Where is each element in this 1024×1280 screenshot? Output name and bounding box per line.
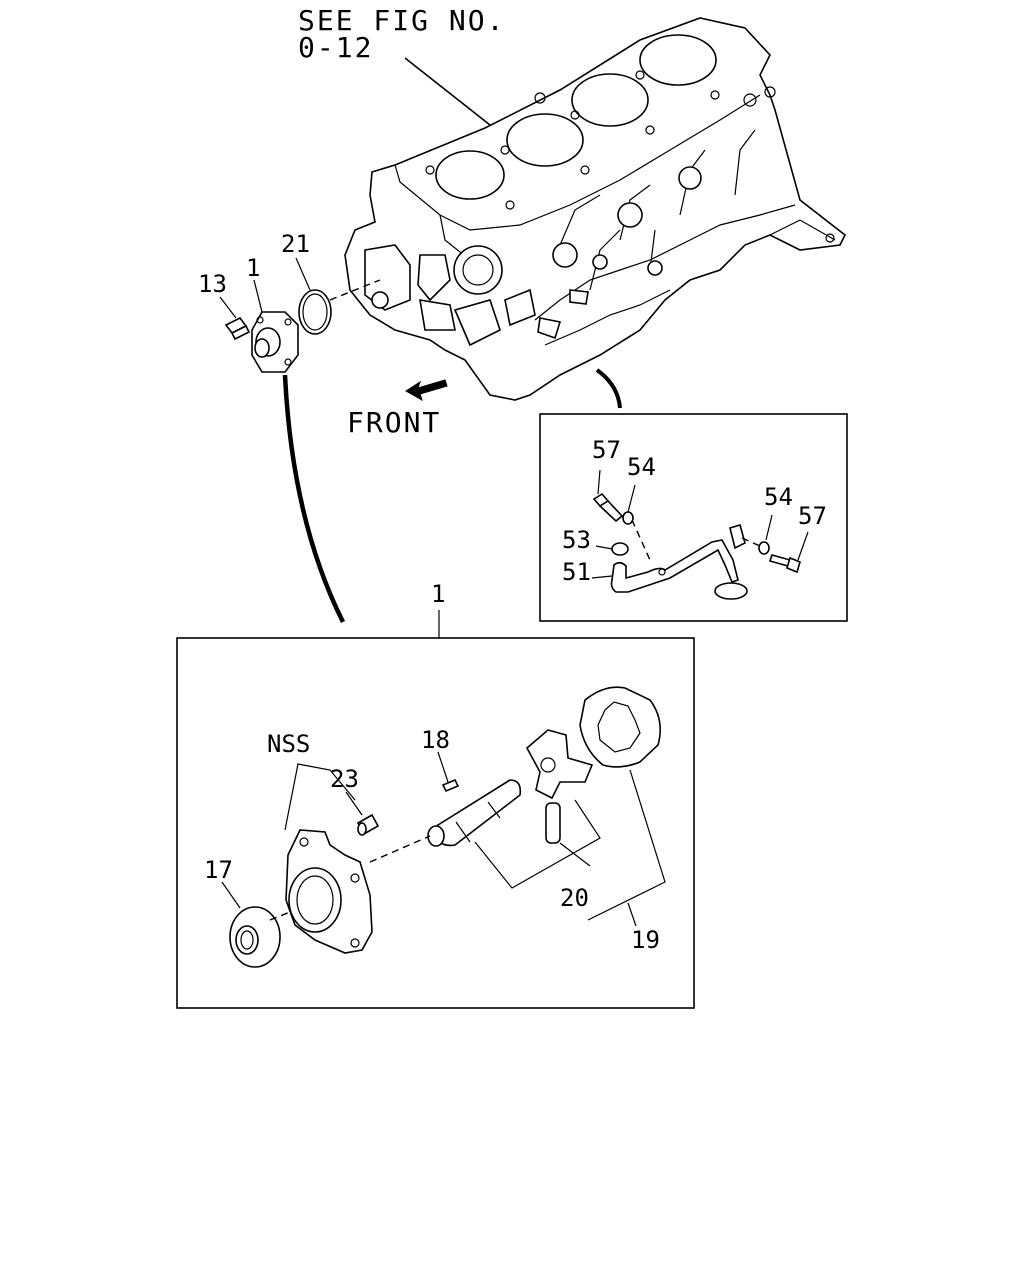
callout-57-right-leader	[797, 531, 809, 561]
strainer-dashed-right	[741, 537, 761, 547]
callout-18-leader	[437, 751, 449, 783]
callout-57-left-leader	[597, 469, 601, 495]
callout-18: 18	[421, 726, 450, 754]
callout-13-leader	[219, 296, 237, 319]
bracket-20	[474, 799, 601, 889]
callout-19-leader	[627, 902, 637, 927]
front-label: FRONT	[347, 406, 441, 439]
callout-51: 51	[562, 558, 591, 586]
oil-pump-parts	[229, 686, 661, 968]
callout-51-leader	[591, 575, 613, 579]
callout-23-leader	[345, 791, 363, 816]
callout-21-leader	[295, 257, 311, 291]
callout-1-top: 1	[246, 254, 260, 282]
callout-19: 19	[631, 926, 660, 954]
callout-1-box: 1	[431, 580, 445, 608]
callout-54-left: 54	[627, 453, 656, 481]
callout-54-left-leader	[627, 484, 636, 513]
reference-text-line1: SEE FIG NO.	[298, 4, 505, 37]
strainer-detail-box	[539, 413, 848, 622]
reference-text-line2: 0-12	[298, 31, 373, 64]
bracket-19	[587, 769, 666, 921]
callout-13: 13	[198, 270, 227, 298]
front-arrow-icon	[405, 379, 448, 402]
callout-20: 20	[560, 884, 589, 912]
strainer-parts	[592, 492, 801, 600]
callout-23: 23	[330, 765, 359, 793]
callout-nss: NSS	[267, 730, 310, 758]
o-ring-21	[298, 289, 332, 335]
detail-sweep-line-right	[595, 368, 622, 409]
pump-dashed-line-2	[369, 835, 431, 863]
callout-54-right: 54	[764, 483, 793, 511]
bracket-20-pin	[559, 842, 591, 867]
callout-53-leader	[595, 545, 613, 550]
cylinder-block	[344, 17, 847, 401]
callout-53: 53	[562, 526, 591, 554]
callout-57-right: 57	[798, 502, 827, 530]
callout-21: 21	[281, 230, 310, 258]
pump-dashed-line-1	[269, 911, 291, 921]
strainer-dashed-left	[631, 519, 651, 561]
callout-1-top-leader	[253, 279, 263, 313]
callout-17: 17	[204, 856, 233, 884]
callout-54-right-leader	[765, 514, 773, 541]
detail-sweep-line-left	[282, 374, 346, 624]
oil-pump-assembly	[251, 311, 299, 373]
assembly-dashed-line	[329, 279, 381, 301]
callout-17-leader	[221, 881, 241, 909]
nss-bracket	[284, 763, 356, 831]
reference-leader-line	[404, 57, 491, 126]
oil-pump-detail-box	[176, 637, 695, 1009]
callout-57-left: 57	[592, 436, 621, 464]
bolt-13	[224, 316, 251, 341]
